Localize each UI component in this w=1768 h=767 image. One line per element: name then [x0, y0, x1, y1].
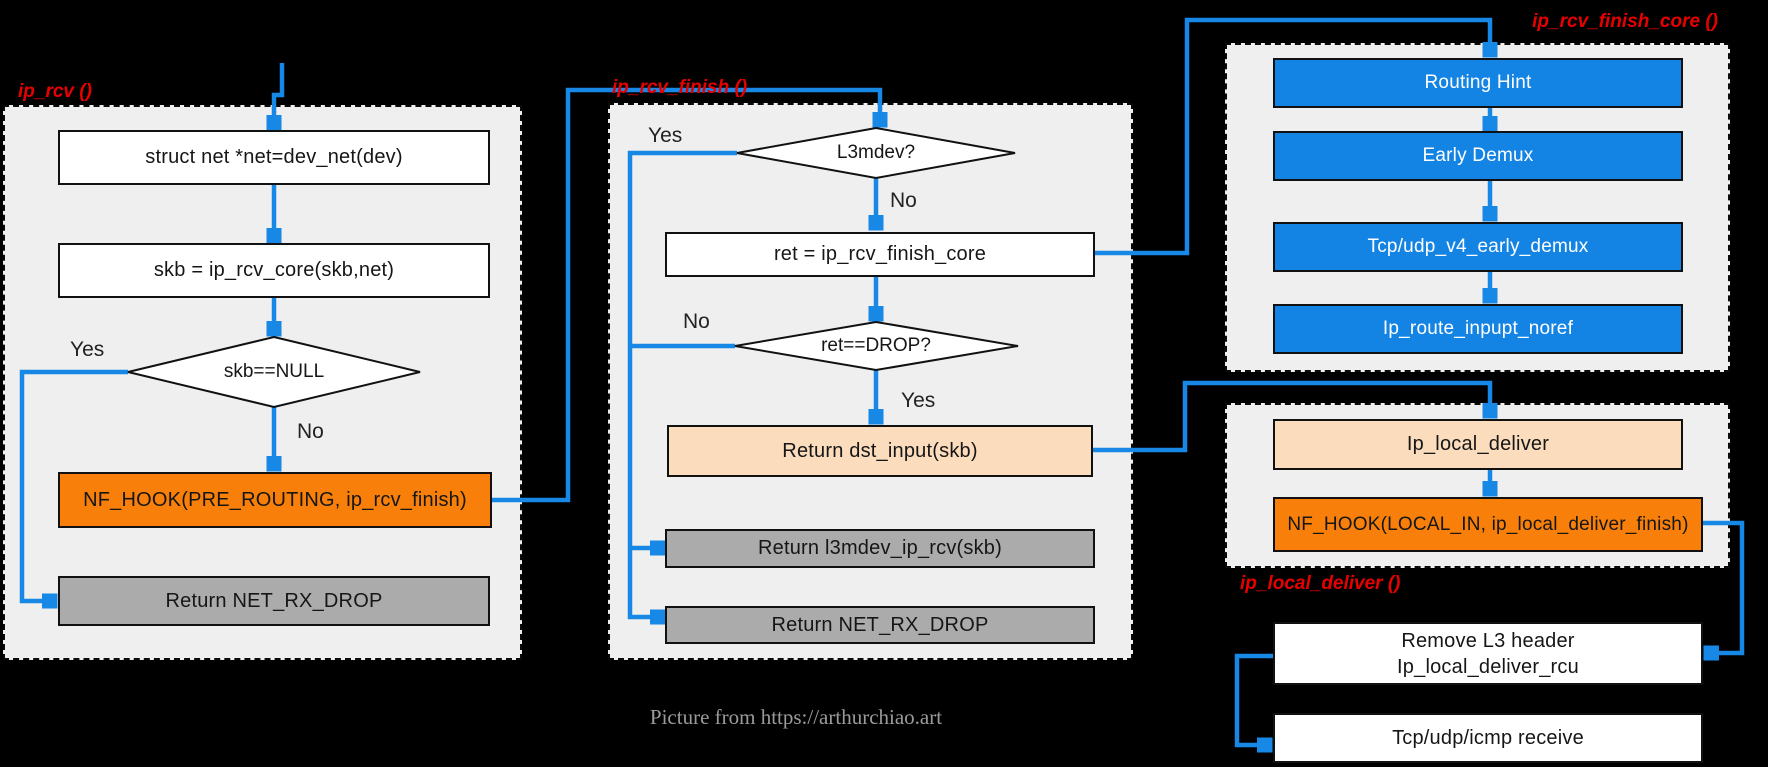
label-ip-rcv-finish-core: ip_rcv_finish_core ()	[1532, 11, 1718, 32]
box-tcp-udp-icmp-receive: Tcp/udp/icmp receive	[1273, 713, 1703, 763]
arrow-ret-to-routinghint	[1095, 17, 1490, 256]
label-ip-local-deliver: ip_local_deliver ()	[1240, 573, 1401, 594]
box-struct-net: struct net *net=dev_net(dev)	[58, 130, 490, 185]
remove-l3-header-line1: Remove L3 header	[1401, 629, 1575, 652]
box-ip-local-deliver: Ip_local_deliver	[1273, 419, 1683, 470]
arrow-removel3-to-tcpreceive	[1234, 653, 1273, 745]
arrow-yes-to-netrxdrop	[19, 369, 128, 601]
ip-local-deliver-rcu-line2: Ip_local_deliver_rcu	[1397, 655, 1579, 678]
box-return-dst-input: Return dst_input(skb)	[667, 425, 1093, 477]
diamond-ret-drop-label: ret==DROP?	[821, 335, 931, 356]
box-return-net-rx-drop-left: Return NET_RX_DROP	[58, 576, 490, 626]
diamond-ret-drop-shape	[734, 320, 1019, 372]
branch-no-l3mdev-label: No	[890, 189, 917, 212]
label-ip-rcv-finish: ip_rcv_finish ()	[612, 77, 748, 98]
arrow-l3mdev-yes-vertical	[627, 150, 737, 617]
entry-arrow	[274, 63, 285, 116]
box-return-net-rx-drop-middle: Return NET_RX_DROP	[665, 606, 1095, 644]
step-ip-route-input-noref: Ip_route_inpupt_noref	[1273, 304, 1683, 354]
step-early-demux: Early Demux	[1273, 131, 1683, 181]
box-nf-hook-local-in: NF_HOOK(LOCAL_IN, ip_local_deliver_finis…	[1273, 497, 1703, 552]
branch-no-ret-drop-label: No	[683, 310, 710, 333]
box-nf-hook-pre-routing: NF_HOOK(PRE_ROUTING, ip_rcv_finish)	[58, 472, 492, 528]
step-routing-hint: Routing Hint	[1273, 58, 1683, 108]
branch-yes-l3mdev-label: Yes	[648, 124, 683, 147]
label-ip-rcv: ip_rcv ()	[18, 81, 92, 102]
diamond-l3mdev-shape	[736, 126, 1016, 180]
box-ret-ip-rcv-finish-core: ret = ip_rcv_finish_core	[665, 232, 1095, 277]
branch-yes-label: Yes	[70, 338, 105, 361]
branch-no-label: No	[297, 420, 324, 443]
diamond-skb-null-shape	[127, 335, 421, 409]
arrow-nfhook-to-l3mdev	[492, 87, 880, 503]
arrow-dstinput-to-iplocaldeliver	[1093, 380, 1490, 453]
branch-yes-ret-drop-label: Yes	[901, 389, 936, 412]
step-tcp-udp-v4-early-demux: Tcp/udp_v4_early_demux	[1273, 222, 1683, 272]
caption-credit: Picture from https://arthurchiao.art	[649, 705, 943, 729]
box-return-l3mdev-ip-rcv: Return l3mdev_ip_rcv(skb)	[665, 529, 1095, 568]
diamond-skb-null-label: skb==NULL	[223, 361, 325, 382]
diamond-l3mdev-label: L3mdev?	[836, 142, 916, 163]
box-skb-rcv-core: skb = ip_rcv_core(skb,net)	[58, 243, 490, 298]
arrow-nfhook-to-removel3	[1703, 520, 1745, 653]
box-remove-l3-header: Remove L3 header Ip_local_deliver_rcu	[1273, 622, 1703, 685]
